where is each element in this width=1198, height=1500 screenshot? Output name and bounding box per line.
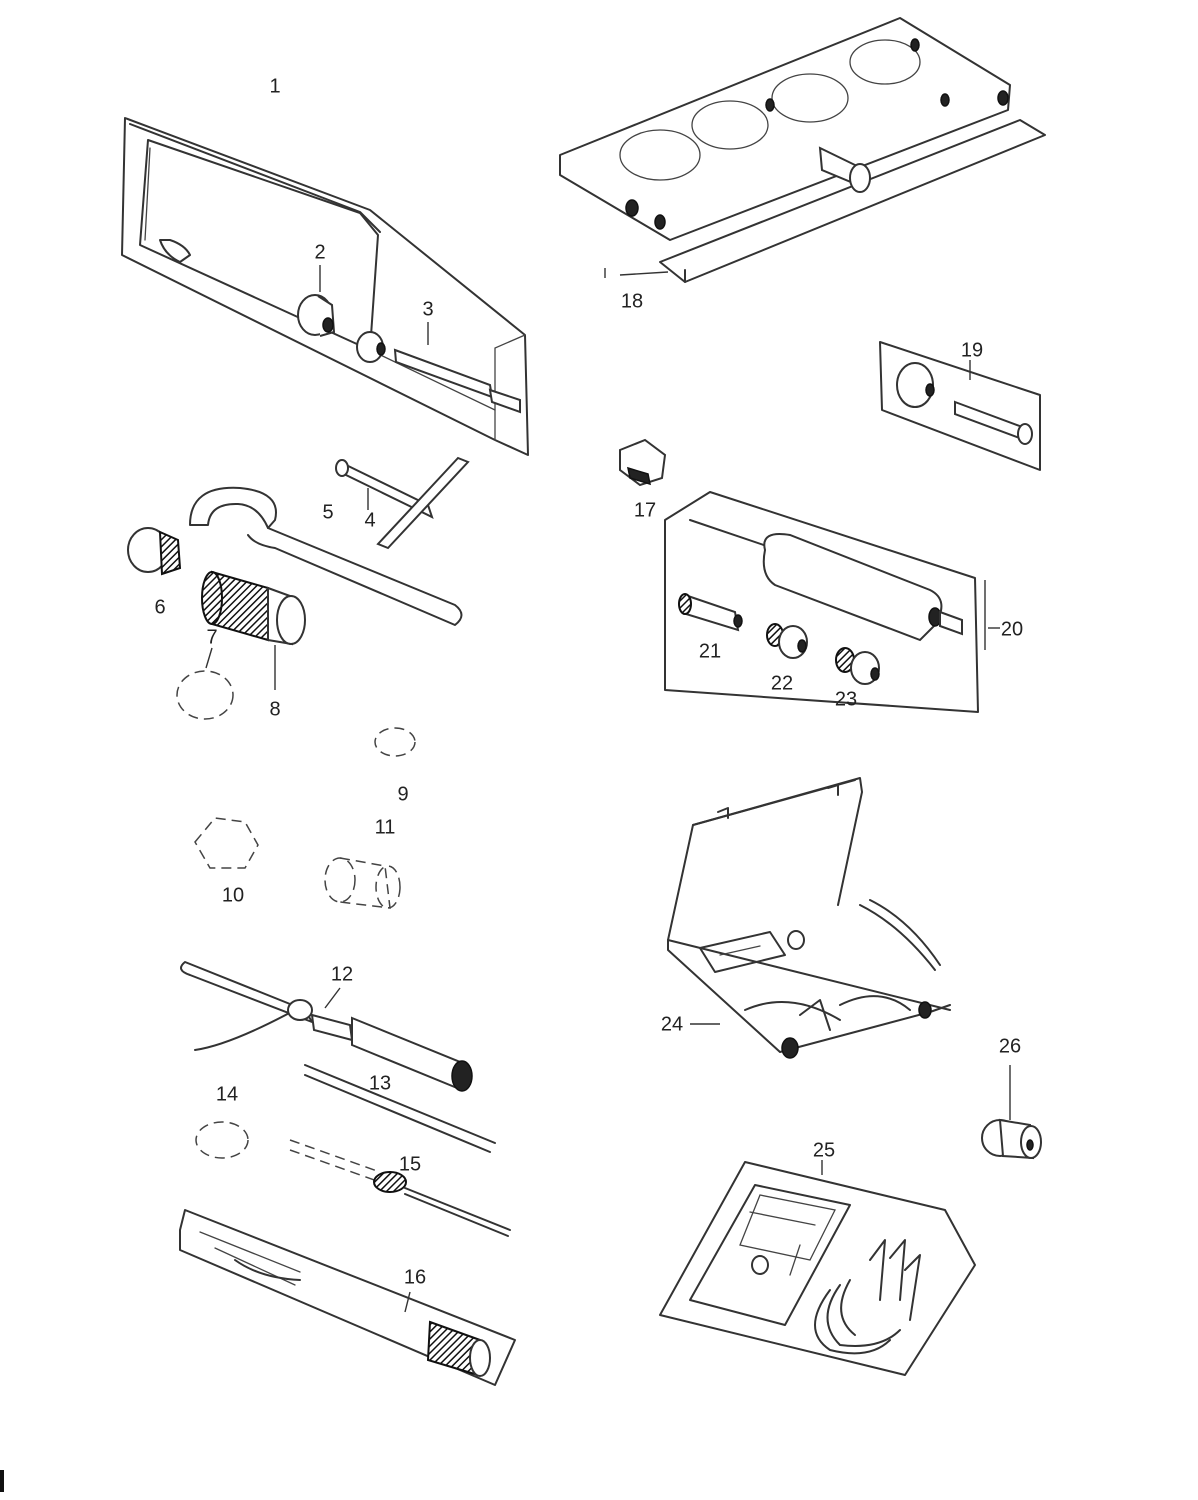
callout-4: 4 (364, 509, 375, 531)
part-2-socket (297, 265, 336, 337)
callout-7: 7 (206, 626, 217, 648)
part-25-multimeter-set (659, 1160, 976, 1376)
callout-15: 15 (399, 1153, 421, 1175)
part-3-extension-bar (356, 322, 521, 414)
callout-18: 18 (621, 290, 643, 312)
callout-1: 1 (269, 75, 280, 97)
callout-20: 20 (1001, 618, 1023, 640)
callout-16: 16 (404, 1266, 426, 1288)
callout-24: 24 (661, 1013, 683, 1035)
callout-12: 12 (331, 963, 353, 985)
part-16-tray (179, 1209, 516, 1386)
callout-17: 17 (634, 499, 656, 521)
part-24-carrying-case (667, 777, 951, 1059)
callout-6: 6 (154, 596, 165, 618)
part-1-tool-tray (121, 117, 529, 456)
callout-labels: 1 2 3 4 5 6 7 8 9 10 11 12 13 14 15 16 1… (154, 75, 1023, 1288)
callout-3: 3 (422, 298, 433, 320)
part-26-socket (981, 1065, 1042, 1160)
callout-23: 23 (835, 688, 857, 710)
callout-2: 2 (314, 241, 325, 263)
edge-mark (0, 1470, 4, 1492)
callout-5: 5 (322, 501, 333, 523)
callout-14: 14 (216, 1083, 238, 1105)
part-6-socket (127, 527, 182, 576)
part-23-socket (835, 647, 880, 685)
part-13-long-bar (304, 1064, 496, 1153)
part-19-small-tray (879, 341, 1041, 471)
part-14-nut (195, 1121, 249, 1159)
part-10-nut (194, 817, 259, 869)
callout-10: 10 (222, 884, 244, 906)
part-5-hook-wrench (189, 486, 463, 626)
part-20-tray (664, 491, 1000, 713)
part-9-ring (374, 727, 416, 757)
part-7-ring (176, 647, 234, 720)
part-15-screwdriver (289, 1139, 511, 1237)
callout-25: 25 (813, 1139, 835, 1161)
part-18-socket-rail (559, 17, 1046, 283)
callout-9: 9 (397, 783, 408, 805)
part-21-socket (678, 593, 743, 632)
part-12-breaker-bar (180, 961, 473, 1092)
callout-8: 8 (269, 698, 280, 720)
part-22-socket (766, 623, 808, 659)
part-17-socket (619, 438, 667, 487)
callout-22: 22 (771, 672, 793, 694)
part-8-knurled-socket (201, 570, 306, 690)
callout-11: 11 (375, 816, 396, 838)
part-4-t-handle (335, 456, 470, 550)
callout-19: 19 (961, 339, 983, 361)
callout-26: 26 (999, 1035, 1021, 1057)
callout-21: 21 (699, 640, 721, 662)
callout-13: 13 (369, 1072, 391, 1094)
part-11-adapter (324, 857, 401, 909)
